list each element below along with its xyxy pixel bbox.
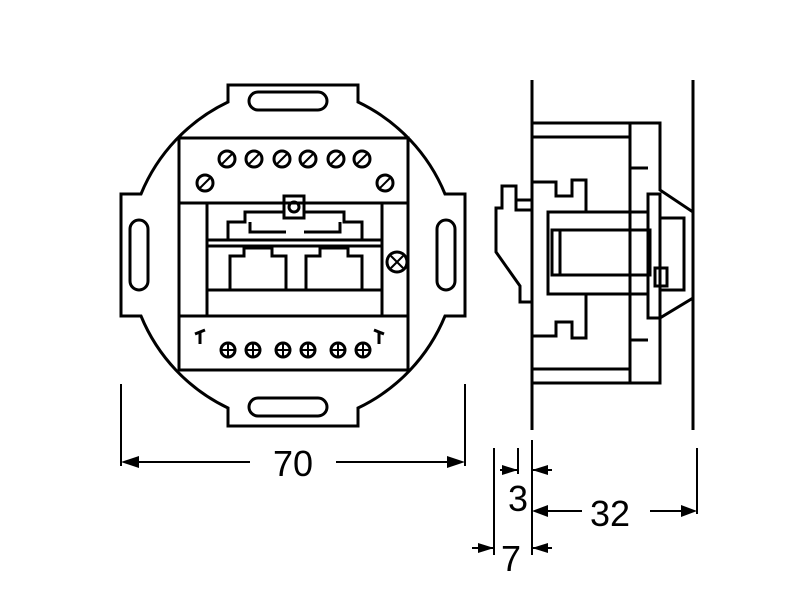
top-terminal-screws xyxy=(195,149,395,193)
terminal-icon xyxy=(219,341,237,359)
side-screw-icon xyxy=(385,250,409,274)
front-view xyxy=(119,83,467,428)
center-screw-icon xyxy=(287,200,301,214)
screw-icon xyxy=(272,149,292,169)
dimension-depth xyxy=(472,440,698,555)
side-latch xyxy=(653,266,669,288)
terminal-icon xyxy=(194,328,206,344)
terminal-icon xyxy=(274,341,292,359)
screw-icon xyxy=(298,149,318,169)
protrusion-step xyxy=(514,200,532,212)
terminal-icon xyxy=(299,341,317,359)
dimension-width xyxy=(120,384,466,468)
step-detail-bottom xyxy=(532,294,588,340)
bottom-mounting-slot xyxy=(247,396,329,418)
dimension-width-label: 70 xyxy=(273,443,313,484)
jack-housing xyxy=(205,203,384,316)
rj45-socket-right xyxy=(304,246,364,290)
arrowhead-icon xyxy=(478,543,494,553)
right-mounting-slot xyxy=(435,218,457,292)
arrowhead-icon xyxy=(532,505,548,517)
screw-icon xyxy=(326,149,346,169)
terminal-icon xyxy=(373,328,385,344)
terminal-icon xyxy=(354,341,372,359)
bottom-terminals xyxy=(194,328,385,359)
mounting-plate-outline xyxy=(119,83,467,428)
arrowhead-icon xyxy=(121,456,139,468)
screw-icon xyxy=(217,149,237,169)
side-front-protrusion xyxy=(494,184,532,304)
arrowhead-icon xyxy=(681,505,697,517)
inner-frame xyxy=(177,136,410,372)
dimension-inner-label: 3 xyxy=(508,478,528,519)
side-clip xyxy=(646,192,662,320)
side-view xyxy=(494,80,695,430)
side-jack-body xyxy=(546,210,652,296)
step-detail-top xyxy=(532,178,588,212)
center-screw-block xyxy=(282,194,306,220)
screw-icon xyxy=(375,173,395,193)
side-body-outline xyxy=(532,121,695,385)
screw-icon xyxy=(195,173,215,193)
left-mounting-slot xyxy=(128,218,150,292)
arrowhead-icon xyxy=(447,456,465,468)
top-mounting-slot xyxy=(247,90,329,112)
arrowhead-icon xyxy=(532,543,548,553)
screw-icon xyxy=(244,149,264,169)
terminal-icon xyxy=(329,341,347,359)
arrowhead-icon xyxy=(532,465,548,475)
arrowhead-icon xyxy=(502,465,518,475)
side-clip-inner xyxy=(660,216,686,292)
dimension-mount-label: 7 xyxy=(501,538,521,579)
terminal-icon xyxy=(244,341,262,359)
screw-icon xyxy=(352,149,372,169)
rj45-socket-left xyxy=(228,246,288,290)
dimension-total-label: 32 xyxy=(590,493,630,534)
